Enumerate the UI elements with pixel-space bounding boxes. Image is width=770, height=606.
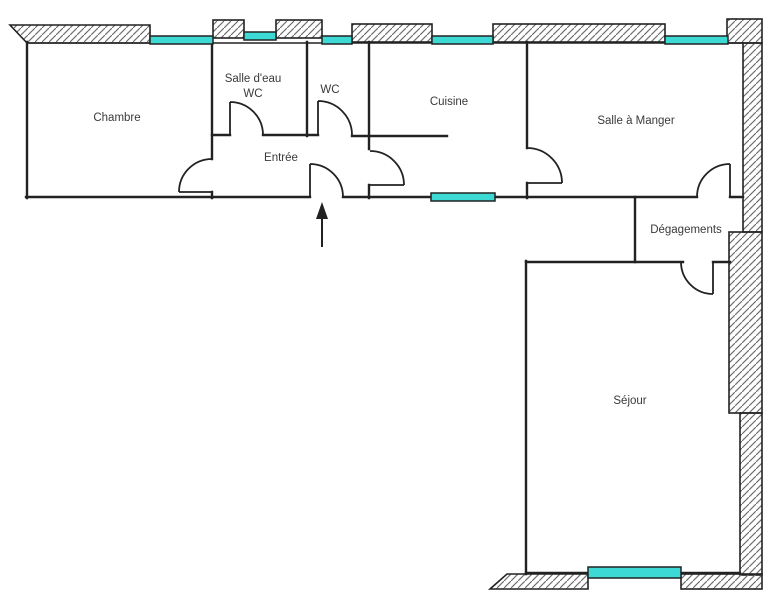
- doors: [178, 100, 731, 295]
- top-wall-block-1: [212, 19, 245, 39]
- bottom-wall-right-segment: [680, 573, 763, 590]
- right-wall-middle-block: [728, 231, 763, 414]
- window-sejour: [587, 566, 682, 579]
- right-wall-upper: [742, 42, 763, 233]
- entrance-arrow: [316, 202, 328, 247]
- sejour-door: [680, 261, 714, 295]
- room-label-salle-deau-line2: WC: [243, 88, 262, 100]
- room-label-sejour: Séjour: [613, 395, 646, 407]
- room-label-salle-a-manger: Salle à Manger: [597, 115, 675, 127]
- bottom-wall-left-segment: [487, 573, 589, 590]
- cuisine-door: [369, 150, 405, 186]
- windows: [149, 31, 729, 579]
- room-label-entree: Entrée: [264, 152, 298, 164]
- degagements-north-door: [696, 163, 731, 198]
- window-cuisine-south: [430, 192, 496, 202]
- window-salle-a-manger: [664, 35, 729, 45]
- entrance-arrow-head: [316, 202, 328, 219]
- window-chambre: [149, 35, 214, 45]
- room-label-chambre: Chambre: [93, 112, 140, 124]
- right-wall-lower: [739, 412, 763, 576]
- window-cuisine-north: [431, 35, 494, 45]
- top-right-corner-block: [726, 18, 763, 44]
- wc-door: [317, 100, 353, 136]
- salle-deau-door: [229, 101, 264, 136]
- interior-walls: [24, 40, 745, 576]
- top-wall-left-segment: [8, 24, 151, 44]
- room-label-cuisine: Cuisine: [430, 96, 468, 108]
- window-salle-deau: [243, 31, 277, 41]
- room-label-salle-deau-line1: Salle d'eau: [225, 73, 282, 85]
- top-wall-segment-4: [492, 23, 666, 43]
- top-wall-block-2: [275, 19, 323, 39]
- window-wc: [321, 35, 353, 45]
- chambre-door: [178, 158, 213, 193]
- room-label-wc: WC: [320, 84, 339, 96]
- top-wall-segment-3: [351, 23, 433, 43]
- room-label-degagements: Dégagements: [650, 224, 722, 236]
- salle-a-manger-door: [526, 147, 563, 184]
- bathrooms-south-wall: [210, 133, 449, 138]
- entrance-door: [309, 163, 344, 198]
- exterior-walls: [8, 18, 763, 590]
- room-labels: Chambre Salle d'eau WC WC Entrée Cuisine…: [93, 73, 722, 407]
